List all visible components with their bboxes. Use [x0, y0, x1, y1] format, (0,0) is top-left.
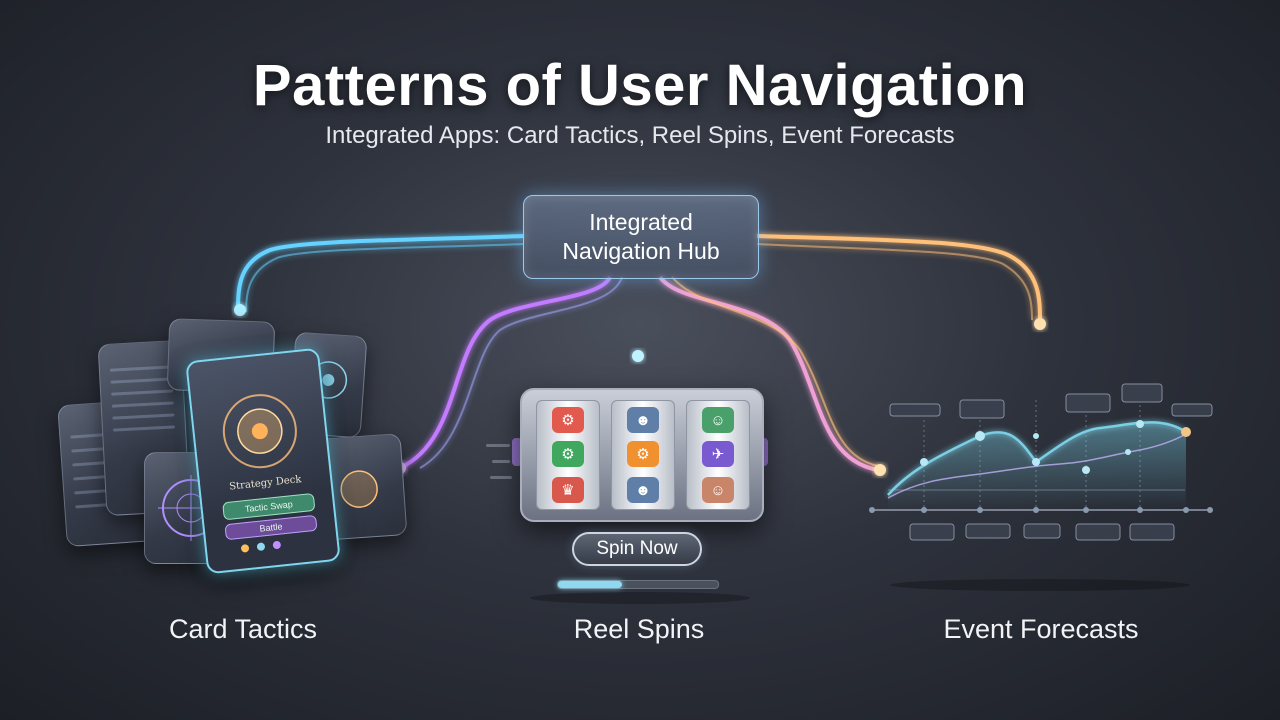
forecast-line-secondary [887, 433, 1187, 499]
forecast-axis-dot [869, 507, 875, 513]
forecast-tag [1065, 393, 1111, 413]
reel-3: ☺ ✈ ☺ [686, 400, 750, 510]
forecast-tag [889, 403, 941, 417]
wire-card-tactics [236, 234, 525, 311]
page-subtitle: Integrated Apps: Card Tactics, Reel Spin… [325, 122, 955, 149]
token-icon[interactable] [240, 543, 250, 553]
wire-node-event [1034, 318, 1046, 330]
forecast-tag [1075, 523, 1121, 541]
forecast-tag [965, 523, 1011, 539]
forecast-axis-dot [1137, 507, 1143, 513]
forecast-point [1181, 427, 1191, 437]
forecast-chart [869, 383, 1213, 541]
crown-icon: ♛ [552, 477, 584, 503]
gear-icon: ⚙ [627, 441, 659, 467]
forecast-tag [959, 399, 1005, 419]
forecast-axis-dot [1183, 507, 1189, 513]
wire-node-card [234, 304, 246, 316]
motion-line [490, 476, 512, 479]
navigation-hub[interactable]: Integrated Navigation Hub [523, 195, 759, 279]
face-icon: ☺ [702, 477, 734, 503]
forecast-point [920, 458, 928, 466]
reel-1: ⚙ ⚙ ♛ [536, 400, 600, 510]
app-card[interactable] [314, 433, 408, 541]
label-event-forecasts: Event Forecasts [943, 614, 1139, 644]
forecast-axis-dot [977, 507, 983, 513]
spin-progress-fill [558, 581, 622, 588]
forecast-axis-dot [1207, 507, 1213, 513]
face-icon: ☺ [702, 407, 734, 433]
label-card-tactics: Card Tactics [168, 614, 318, 644]
forecast-point [1125, 449, 1131, 455]
ufo-icon: ✈ [702, 441, 734, 467]
forecast-tag [1023, 523, 1061, 539]
token-icon[interactable] [256, 542, 266, 552]
wire-purple-left [399, 275, 612, 470]
motion-line [486, 444, 510, 447]
forecast-tag [1121, 383, 1163, 403]
token-icon[interactable] [272, 540, 282, 550]
forecast-point [975, 431, 985, 441]
glow-orb-icon [340, 470, 378, 508]
forecast-axis-dot [921, 507, 927, 513]
reel-side-knob [512, 438, 522, 466]
slot-machine: ⚙ ⚙ ♛ ☻ ⚙ ☻ ☺ ✈ ☺ [520, 388, 764, 522]
gear-icon: ⚙ [552, 407, 584, 433]
motion-line [492, 460, 510, 463]
forecast-tag [1171, 403, 1213, 417]
forecast-tag [1129, 523, 1175, 541]
forecast-point [1082, 466, 1090, 474]
hub-line-1: Integrated [589, 209, 693, 235]
forecast-point [1033, 433, 1039, 439]
spin-now-button[interactable]: Spin Now [572, 532, 702, 566]
forecast-tag [909, 523, 955, 541]
user-icon: ☻ [627, 477, 659, 503]
card-action-icons [240, 540, 282, 553]
wire-node-reel [632, 350, 644, 362]
wire-orange-event [756, 234, 1042, 323]
emblem-icon [222, 394, 297, 469]
label-reel-spins: Reel Spins [573, 614, 705, 644]
forecast-point [1032, 458, 1040, 466]
reel-2: ☻ ⚙ ☻ [611, 400, 675, 510]
spin-progress-bar [557, 580, 719, 589]
forecast-axis-dot [1083, 507, 1089, 513]
forecast-axis-dot [1033, 507, 1039, 513]
user-icon: ☻ [627, 407, 659, 433]
page-title: Patterns of User Navigation [252, 53, 1028, 118]
hub-line-2: Navigation Hub [562, 238, 720, 264]
strategy-deck-card[interactable]: Strategy Deck Tactic Swap Battle [185, 347, 341, 575]
forecast-point [1136, 420, 1144, 428]
gear-icon: ⚙ [552, 441, 584, 467]
